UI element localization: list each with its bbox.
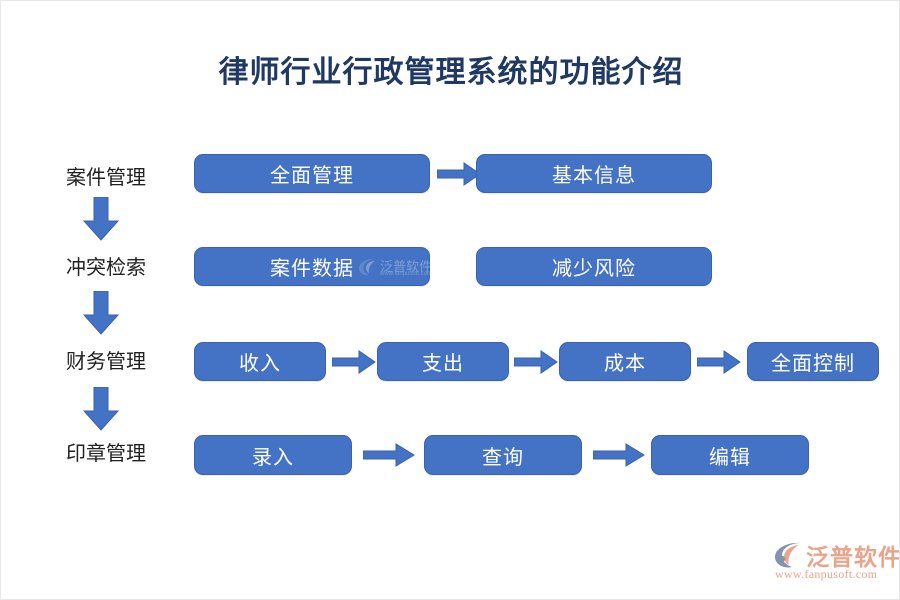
right-arrow-icon <box>696 350 741 374</box>
flow-box-comprehensive-control[interactable]: 全面控制 <box>747 342 879 381</box>
brand-url: www.fanpusoft.com <box>775 567 878 581</box>
stage-label-seal-management: 印章管理 <box>66 443 146 465</box>
flow-box-income[interactable]: 收入 <box>194 342 326 381</box>
flow-box-case-data[interactable]: 案件数据 <box>194 247 430 286</box>
flow-box-query[interactable]: 查询 <box>424 435 582 475</box>
flow-box-reduce-risk[interactable]: 减少风险 <box>476 247 712 286</box>
flow-box-comprehensive-management[interactable]: 全面管理 <box>194 154 430 193</box>
stage-label-conflict-search: 冲突检索 <box>66 257 146 279</box>
page-title: 律师行业行政管理系统的功能介绍 <box>218 56 684 89</box>
flow-box-entry[interactable]: 录入 <box>194 435 352 475</box>
flow-box-expenditure[interactable]: 支出 <box>377 342 509 381</box>
right-arrow-icon <box>513 350 558 374</box>
down-arrow-icon <box>82 386 120 431</box>
brand-logo: 泛普软件 www.fanpusoft.com <box>773 539 899 587</box>
right-arrow-icon <box>436 162 481 186</box>
right-arrow-icon <box>362 443 415 467</box>
stage-label-case-management: 案件管理 <box>66 167 146 189</box>
right-arrow-icon <box>331 350 376 374</box>
flow-box-cost[interactable]: 成本 <box>559 342 691 381</box>
down-arrow-icon <box>82 196 120 241</box>
flow-box-edit[interactable]: 编辑 <box>651 435 809 475</box>
down-arrow-icon <box>82 290 120 335</box>
right-arrow-icon <box>592 443 645 467</box>
stage-label-finance-management: 财务管理 <box>66 351 146 373</box>
brand-name: 泛普软件 <box>806 545 900 570</box>
flow-box-basic-information[interactable]: 基本信息 <box>476 154 712 193</box>
fanpu-swoosh-icon <box>773 541 803 569</box>
